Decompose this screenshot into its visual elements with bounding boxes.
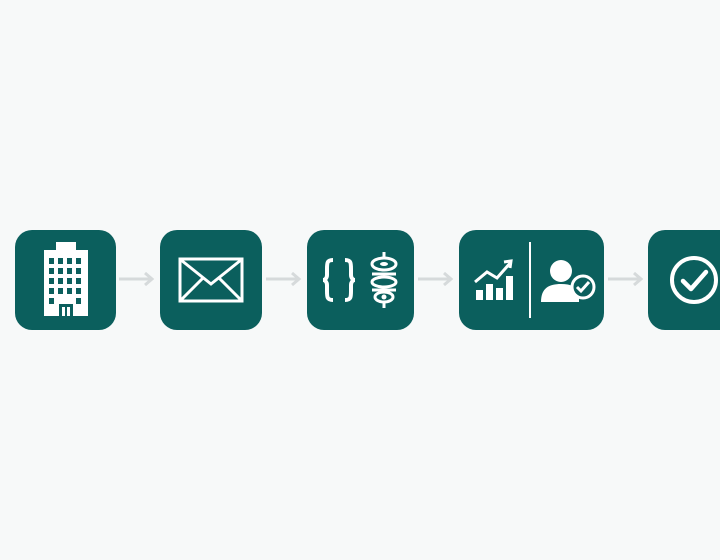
arrow-right-icon xyxy=(606,269,646,289)
analytics-chart-icon xyxy=(473,258,517,302)
step-building xyxy=(15,230,116,330)
code-braces-icon xyxy=(321,257,357,303)
envelope-icon xyxy=(178,257,244,303)
check-circle-icon xyxy=(668,254,720,306)
verified-user-icon xyxy=(541,258,597,304)
arrow-right-icon xyxy=(416,269,456,289)
step-review xyxy=(459,230,604,330)
step-processing xyxy=(307,230,414,330)
arrow-right-icon xyxy=(117,269,157,289)
office-building-icon xyxy=(36,240,96,320)
arrow-right-icon xyxy=(264,269,304,289)
step-complete xyxy=(648,230,720,330)
step-email xyxy=(160,230,262,330)
divider xyxy=(529,242,531,318)
processing-stack-icon xyxy=(367,252,401,308)
